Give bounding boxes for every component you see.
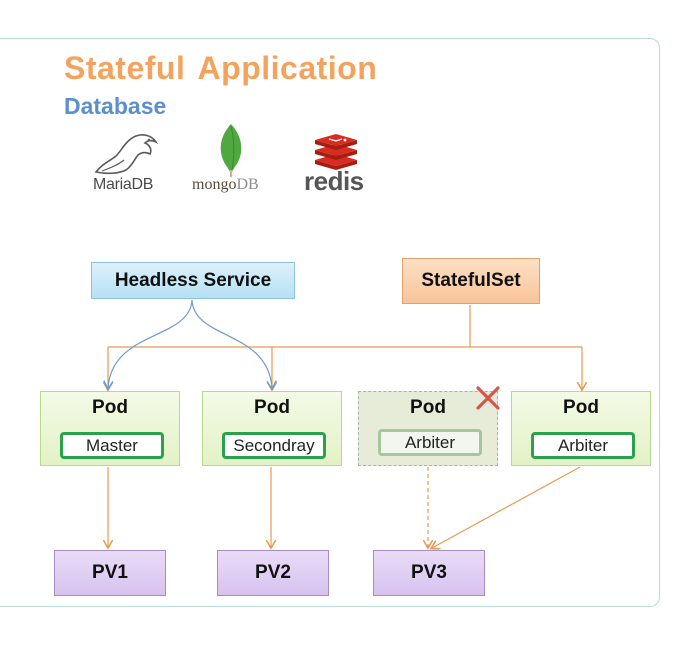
pod-title: Pod [410,397,446,418]
pod-title: Pod [563,397,599,418]
pod-role-label: Secondray [222,432,326,459]
mongodb-logo-text: mongoDB [192,176,259,193]
pod-title: Pod [92,397,128,418]
pv1-box: PV1 [54,550,166,596]
pod-role-label: Arbiter [378,429,482,456]
pv3-box: PV3 [373,550,485,596]
statefulset-box: StatefulSet [402,258,540,304]
mariadb-logo-text: MariaDB [93,176,154,193]
redis-logo-text: redis [304,166,364,196]
cube-stack-icon [315,134,357,170]
pod-secondary: Pod Secondray [202,391,342,466]
pod-role-label: Arbiter [531,432,635,459]
pod-arbiter: Pod Arbiter [511,391,651,466]
page-title: Stateful Application [64,50,378,86]
pod-role-label: Master [60,432,164,459]
pod-title: Pod [254,397,290,418]
pod-master: Pod Master [40,391,180,466]
leaf-icon [220,124,242,177]
headless-service-box: Headless Service [91,262,295,299]
pv2-box: PV2 [217,550,329,596]
page-subtitle: Database [64,93,167,119]
diagram-panel [0,38,660,607]
seal-icon [94,134,159,175]
pod-arbiter-terminated: Pod Arbiter [358,391,498,466]
close-icon [476,386,500,410]
